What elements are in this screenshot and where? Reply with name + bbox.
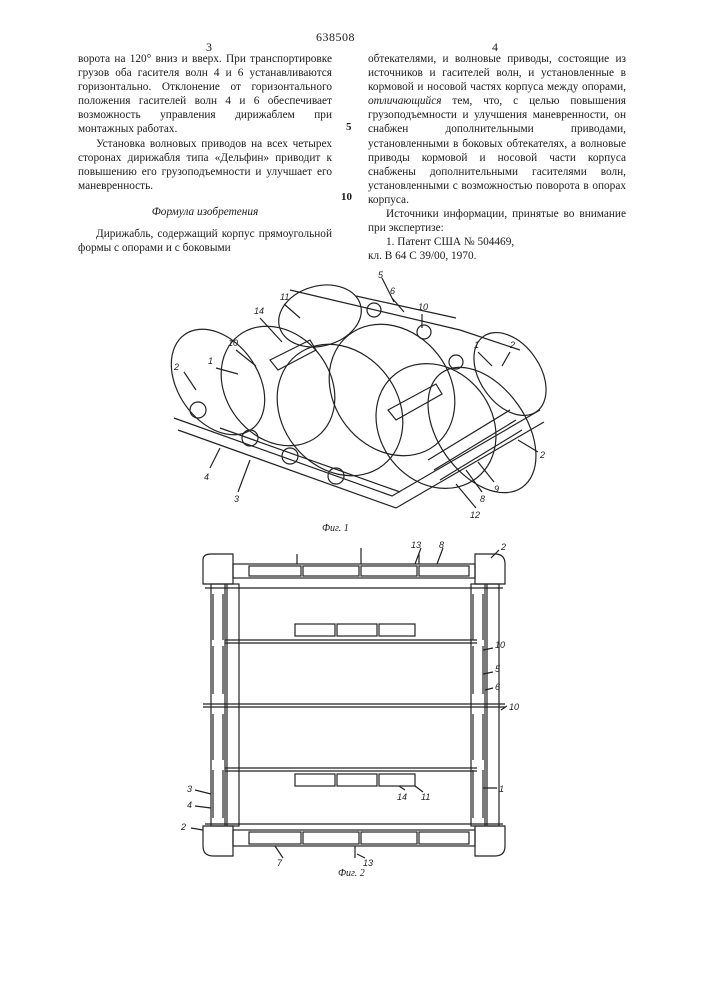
fig2-drive-segment: [361, 566, 417, 576]
line-number-10: 10: [341, 191, 352, 203]
fig2-inner-drive: [337, 774, 377, 786]
fig2-inner-drive: [379, 624, 415, 636]
fig2-side-segments: [213, 594, 223, 818]
fig1-label: 2: [173, 362, 179, 372]
fig1-cylinder: [190, 402, 206, 418]
fig1-label: 3: [234, 494, 239, 504]
fig2-label: 6: [495, 682, 500, 692]
fig1-label: 14: [254, 306, 264, 316]
fig1-cylinder: [282, 448, 298, 464]
fig1-fairing: [272, 276, 369, 356]
fig1-label: 1: [474, 340, 479, 350]
fig2-corner-fairing: [475, 826, 505, 856]
fig2-right-rail: [487, 584, 499, 826]
fig2-drive-segment: [249, 832, 301, 844]
fig1-hatching: [428, 410, 522, 480]
fig2-drive-segment: [303, 566, 359, 576]
fig2-label: 7: [277, 858, 283, 868]
patent-number: 638508: [316, 30, 355, 45]
fig1-label: 10: [228, 338, 238, 348]
fig2-label: 1: [499, 784, 504, 794]
fig1-label: 11: [280, 292, 289, 302]
fig2-label: 5: [495, 664, 501, 674]
claim-text-a: обтекателями, и волновые приводы, состоя…: [368, 53, 626, 93]
fig2-inner-drive: [337, 624, 377, 636]
fig1-rail: [290, 290, 520, 350]
figure-2-drawing: 13 8 2 10 5 6 10 14 11 3 4 1 2 7 13: [175, 538, 535, 868]
left-paragraph-1: ворота на 120° вниз и вверх. При транспо…: [78, 52, 332, 137]
fig1-rail: [356, 296, 456, 318]
left-paragraph-3: Дирижабль, содержащий корпус прямоугольн…: [78, 227, 332, 255]
fig1-label: 9: [494, 484, 499, 494]
fig2-corner-fairing: [475, 554, 505, 584]
fig2-label: 4: [187, 800, 192, 810]
fig1-rail: [220, 428, 400, 492]
fig2-drive-segment: [361, 832, 417, 844]
left-column: ворота на 120° вниз и вверх. При транспо…: [78, 52, 332, 255]
claim-characterising: отличающийся: [368, 95, 441, 107]
fig1-label: 10: [418, 302, 428, 312]
fig1-driver-window: [270, 340, 316, 370]
fig2-drive-segment: [419, 832, 469, 844]
fig1-fairing: [459, 319, 560, 429]
fig2-label: 13: [363, 858, 373, 868]
left-paragraph-2: Установка волновых приводов на всех четы…: [78, 137, 332, 193]
fig2-support: [203, 704, 505, 707]
figure-1-drawing: 11 14 10 1 2 4 3 5 6 10 1 2 8 9 12 2: [160, 270, 560, 550]
fig2-label: 3: [187, 784, 192, 794]
fig2-drive-segment: [419, 566, 469, 576]
fig2-corner-fairing: [203, 554, 233, 584]
fig1-cylinder: [242, 430, 258, 446]
fig2-drive-segment: [303, 832, 359, 844]
fig1-driver-window: [388, 384, 442, 420]
sources-heading: Источники информации, принятые во вниман…: [368, 207, 626, 235]
fig2-label: 11: [421, 792, 430, 802]
fig2-label: 14: [397, 792, 407, 802]
fig1-label: 2: [539, 450, 545, 460]
fig2-label: 10: [509, 702, 519, 712]
fig1-hull-section: [251, 319, 429, 501]
figure-2-caption: Фиг. 2: [338, 868, 365, 879]
fig2-left-rail: [227, 584, 239, 826]
fig1-label: 2: [509, 340, 515, 350]
fig1-cylinder: [417, 325, 431, 339]
fig2-inner-drive: [379, 774, 415, 786]
fig1-label: 5: [378, 270, 384, 280]
fig1-label: 6: [390, 286, 395, 296]
claim-text-c: тем, что, с целью повышения грузоподъемн…: [368, 95, 626, 206]
right-column: обтекателями, и волновые приводы, состоя…: [368, 52, 626, 263]
fig2-drive-segment: [249, 566, 301, 576]
source-1-b: кл. В 64 С 39/00, 1970.: [368, 249, 626, 263]
fig2-leader-lines: [191, 548, 507, 858]
fig2-label: 2: [180, 822, 186, 832]
fig2-label: 13: [411, 540, 421, 550]
fig2-inner-drive: [295, 774, 335, 786]
fig2-support: [225, 768, 477, 771]
fig1-label: 8: [480, 494, 485, 504]
fig2-posts: [297, 548, 419, 858]
fig2-label: 2: [500, 542, 506, 552]
claim-paragraph: обтекателями, и волновые приводы, состоя…: [368, 52, 626, 207]
fig2-side-segments: [473, 594, 483, 818]
fig2-corner-fairing: [203, 826, 233, 856]
fig1-label: 1: [208, 356, 213, 366]
fig2-inner-drive: [295, 624, 335, 636]
fig2-label: 10: [495, 640, 505, 650]
fig2-label: 8: [439, 540, 444, 550]
line-number-5: 5: [346, 121, 352, 133]
formula-heading: Формула изобретения: [78, 205, 332, 219]
source-1-a: 1. Патент США № 504469,: [368, 235, 626, 249]
fig1-hull-section: [303, 299, 481, 481]
fig2-support: [225, 640, 477, 643]
fig1-fairing: [406, 347, 558, 512]
fig1-label: 12: [470, 510, 480, 520]
figure-1-caption: Фиг. 1: [322, 523, 349, 534]
fig1-label: 4: [204, 472, 209, 482]
